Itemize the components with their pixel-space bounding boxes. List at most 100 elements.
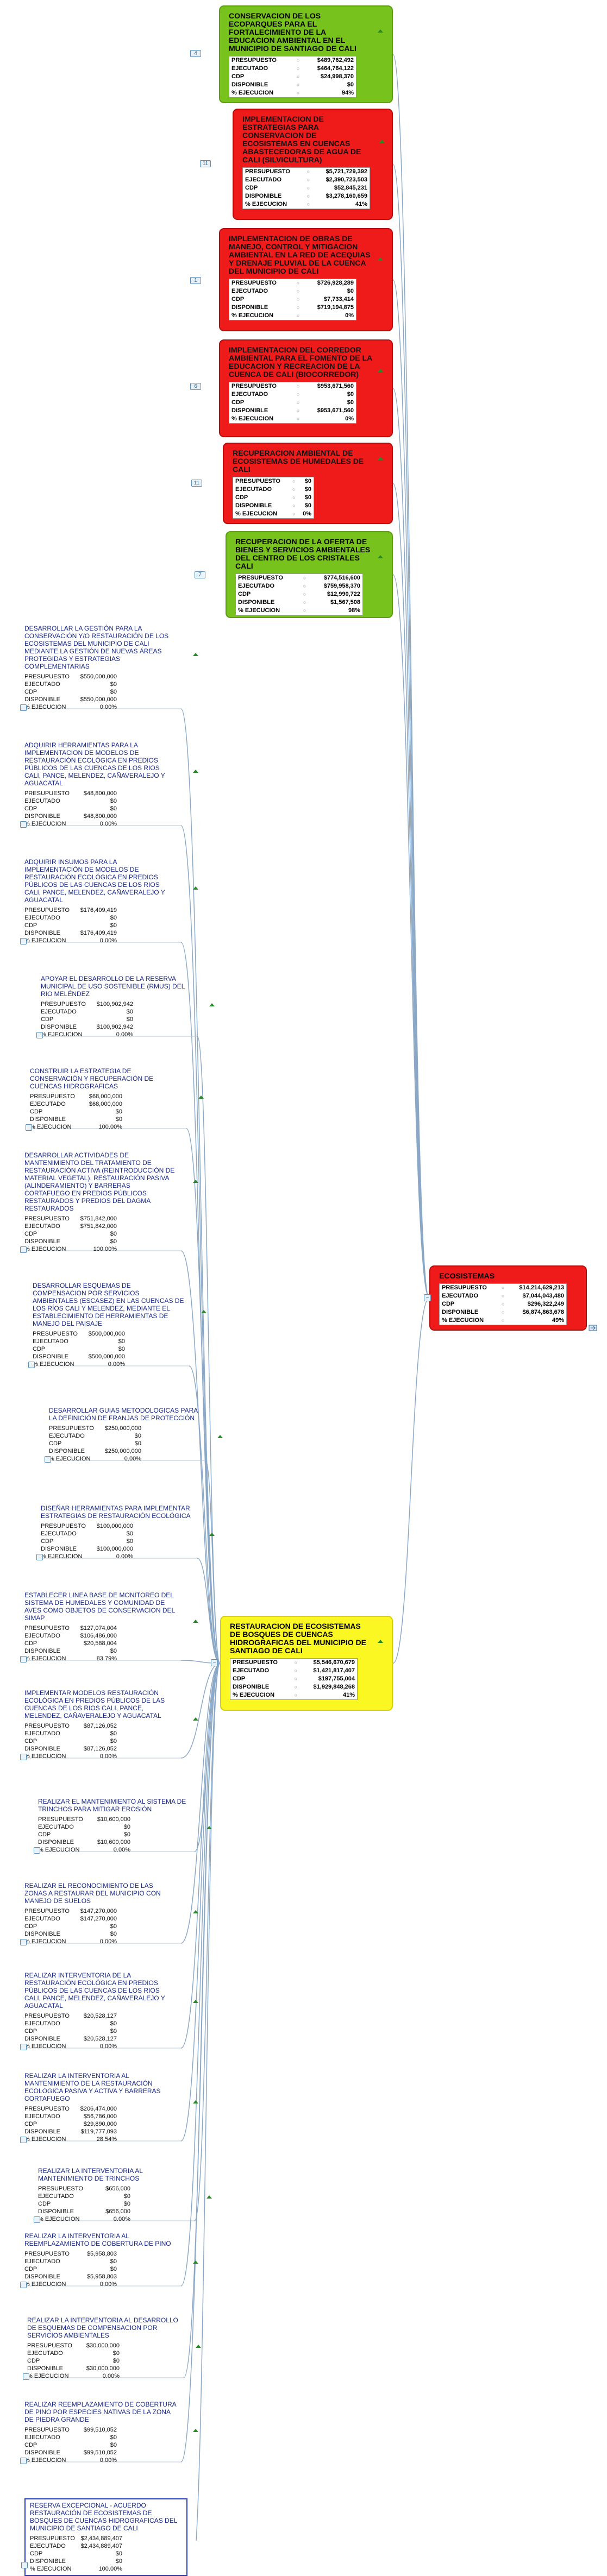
- branch-count-toggle[interactable]: 4: [190, 50, 201, 57]
- leaf-label-cdp: CDP: [38, 2201, 51, 2207]
- leaf-note-icon[interactable]: [20, 938, 27, 944]
- leaf-activity[interactable]: ESTABLECER LINEA BASE DE MONITOREO DEL S…: [20, 1591, 198, 1662]
- leaf-activity[interactable]: CONSTRUIR LA ESTRATEGIA DE CONSERVACIÓN …: [26, 1067, 204, 1131]
- leaf-activity[interactable]: DISEÑAR HERRAMIENTAS PARA IMPLEMENTAR ES…: [36, 1504, 215, 1560]
- leaf-activity[interactable]: RESERVA EXCEPCIONAL - ACUERDO RESTAURACI…: [21, 2498, 187, 2576]
- expand-indicator-icon[interactable]: [378, 1640, 383, 1643]
- leaf-label-ejecucion: % EJECUCION: [24, 2136, 66, 2143]
- expand-indicator-icon[interactable]: [378, 257, 383, 261]
- expand-indicator-icon[interactable]: [198, 1095, 204, 1099]
- leaf-activity[interactable]: REALIZAR EL RECONOCIMIENTO DE LAS ZONAS …: [20, 1882, 198, 1945]
- leaf-note-icon[interactable]: [20, 821, 27, 828]
- expand-indicator-icon[interactable]: [193, 2260, 198, 2264]
- leaf-row-ejecutado: EJECUTADO$0: [24, 2020, 177, 2027]
- leaf-note-icon[interactable]: [34, 1847, 40, 1854]
- leaf-note-icon[interactable]: [20, 704, 27, 711]
- leaf-activity[interactable]: IMPLEMENTAR MODELOS RESTAURACIÓN ECOLÓGI…: [20, 1689, 198, 1760]
- expand-indicator-icon[interactable]: [196, 2345, 201, 2348]
- expand-indicator-icon[interactable]: [193, 1180, 198, 1183]
- branch-count-toggle[interactable]: 1: [190, 277, 201, 284]
- branch-card-restauracion-bosques[interactable]: RESTAURACION DE ECOSISTEMAS DE BOSQUES D…: [220, 1616, 393, 1711]
- branch-card-acequias[interactable]: IMPLEMENTACION DE OBRAS DE MANEJO, CONTR…: [219, 228, 393, 331]
- leaf-note-icon[interactable]: [20, 1246, 27, 1253]
- leaf-note-icon[interactable]: [20, 2137, 27, 2143]
- leaf-activity[interactable]: REALIZAR REEMPLAZAMIENTO DE COBERTURA DE…: [20, 2401, 198, 2464]
- leaf-note-icon[interactable]: [20, 2458, 27, 2464]
- leaf-title: RESERVA EXCEPCIONAL - ACUERDO RESTAURACI…: [30, 2502, 177, 2532]
- expand-indicator-icon[interactable]: [379, 140, 385, 143]
- leaf-note-icon[interactable]: [34, 2216, 40, 2223]
- leaf-activity[interactable]: DESARROLLAR ACTIVIDADES DE MANTENIMIENTO…: [20, 1151, 198, 1253]
- expand-indicator-icon[interactable]: [378, 29, 383, 33]
- expand-indicator-icon[interactable]: [206, 1826, 212, 1829]
- leaf-row-cdp: CDP$0: [38, 2200, 190, 2208]
- root-collapse-toggle[interactable]: −: [424, 1294, 431, 1301]
- branch-count-toggle[interactable]: 11: [200, 160, 211, 167]
- branch-count-toggle[interactable]: 11: [191, 480, 202, 487]
- root-node-ecosistemas[interactable]: ECOSISTEMAS PRESUPUESTO○$14,214,629,213 …: [429, 1265, 587, 1331]
- leaf-activity[interactable]: REALIZAR LA INTERVENTORIA AL DESARROLLO …: [23, 2316, 201, 2380]
- leaf-note-icon[interactable]: [21, 2562, 28, 2568]
- leaf-title: DISEÑAR HERRAMIENTAS PARA IMPLEMENTAR ES…: [41, 1504, 191, 1520]
- branch-collapse-toggle[interactable]: −: [211, 1659, 218, 1666]
- root-link-icon[interactable]: [589, 1324, 597, 1332]
- leaf-value-ejecutado: $751,842,000: [80, 1223, 117, 1230]
- leaf-row-disponible: DISPONIBLE$656,000: [38, 2208, 190, 2215]
- expand-indicator-icon[interactable]: [193, 886, 198, 890]
- leaf-note-icon[interactable]: [20, 2282, 27, 2288]
- leaf-note-icon[interactable]: [20, 1939, 27, 1945]
- expand-indicator-icon[interactable]: [378, 555, 383, 558]
- expand-indicator-icon[interactable]: [206, 2195, 212, 2199]
- branch-count-toggle[interactable]: 7: [195, 571, 205, 578]
- expand-indicator-icon[interactable]: [378, 369, 383, 372]
- expand-indicator-icon[interactable]: [378, 457, 383, 460]
- leaf-activity[interactable]: DESARROLLAR GUIAS METODOLOGICAS PARA LA …: [45, 1407, 223, 1463]
- leaf-activity[interactable]: REALIZAR INTERVENTORIA DE LA RESTAURACIÓ…: [20, 1972, 198, 2050]
- expand-indicator-icon[interactable]: [209, 1533, 215, 1536]
- leaf-note-icon[interactable]: [36, 1554, 43, 1560]
- branch-card-cristales[interactable]: RECUPERACION DE LA OFERTA DE BIENES Y SE…: [226, 531, 393, 618]
- branch-count-toggle[interactable]: 6: [190, 383, 201, 390]
- expand-indicator-icon[interactable]: [193, 1620, 198, 1623]
- leaf-activity[interactable]: REALIZAR LA INTERVENTORIA AL MANTENIMIEN…: [34, 2167, 212, 2223]
- leaf-activity[interactable]: REALIZAR LA INTERVENTORIA AL REEMPLAZAMI…: [20, 2232, 198, 2288]
- expand-indicator-icon[interactable]: [193, 770, 198, 773]
- branch-card-ecoparques[interactable]: CONSERVACION DE LOS ECOPARQUES PARA EL F…: [219, 5, 393, 103]
- leaf-activity[interactable]: ADQUIRIR HERRAMIENTAS PARA LA IMPLEMENTA…: [20, 741, 198, 828]
- expand-indicator-icon[interactable]: [193, 1717, 198, 1721]
- leaf-value-presupuesto: $100,902,942: [96, 1001, 133, 1007]
- leaf-activity[interactable]: REALIZAR EL MANTENIMIENTO AL SISTEMA DE …: [34, 1798, 212, 1854]
- leaf-note-icon[interactable]: [26, 1124, 32, 1131]
- leaf-note-icon[interactable]: [45, 1456, 51, 1463]
- leaf-note-icon[interactable]: [20, 1754, 27, 1760]
- leaf-note-icon[interactable]: [20, 1656, 27, 1662]
- leaf-note-icon[interactable]: [36, 1032, 43, 1038]
- leaf-activity[interactable]: APOYAR EL DESARROLLO DE LA RESERVA MUNIC…: [36, 975, 215, 1038]
- leaf-note-icon[interactable]: [23, 2373, 29, 2380]
- expand-indicator-icon[interactable]: [217, 1435, 223, 1438]
- leaf-label-ejecutado: EJECUTADO: [24, 1633, 60, 1639]
- leaf-note-icon[interactable]: [28, 1362, 35, 1368]
- leaf-row-cdp: CDP$0: [24, 922, 177, 929]
- expand-indicator-icon[interactable]: [193, 1910, 198, 1913]
- leaf-activity[interactable]: ADQUIRIR INSUMOS PARA LA IMPLEMENTACIÓN …: [20, 858, 198, 944]
- expand-indicator-icon[interactable]: [193, 2100, 198, 2103]
- leaf-activity[interactable]: DESARROLLAR ESQUEMAS DE COMPENSACION POR…: [28, 1282, 206, 1368]
- leaf-row-cdp: CDP$0: [24, 805, 177, 813]
- branch-card-biocorredor[interactable]: IMPLEMENTACION DEL CORREDOR AMBIENTAL PA…: [219, 339, 393, 437]
- leaf-label-cdp: CDP: [24, 2442, 37, 2448]
- expand-indicator-icon[interactable]: [193, 2429, 198, 2432]
- leaf-activity[interactable]: REALIZAR LA INTERVENTORIA AL MANTENIMIEN…: [20, 2072, 198, 2143]
- expand-indicator-icon[interactable]: [193, 2000, 198, 2003]
- leaf-note-icon[interactable]: [20, 2044, 27, 2050]
- branch-card-humedales[interactable]: RECUPERACION AMBIENTAL DE ECOSISTEMAS DE…: [223, 443, 393, 524]
- leaf-label-disponible: DISPONIBLE: [24, 2449, 61, 2456]
- leaf-activity[interactable]: DESARROLLAR LA GESTIÓN PARA LA CONSERVAC…: [20, 625, 198, 711]
- leaf-label-ejecucion: % EJECUCION: [24, 2043, 66, 2050]
- branch-card-silvicultura[interactable]: IMPLEMENTACION DE ESTRATEGIAS PARA CONSE…: [233, 109, 393, 220]
- expand-indicator-icon[interactable]: [193, 653, 198, 656]
- leaf-label-disponible: DISPONIBLE: [24, 1648, 61, 1654]
- expand-indicator-icon[interactable]: [209, 1003, 215, 1006]
- expand-indicator-icon[interactable]: [201, 1310, 206, 1313]
